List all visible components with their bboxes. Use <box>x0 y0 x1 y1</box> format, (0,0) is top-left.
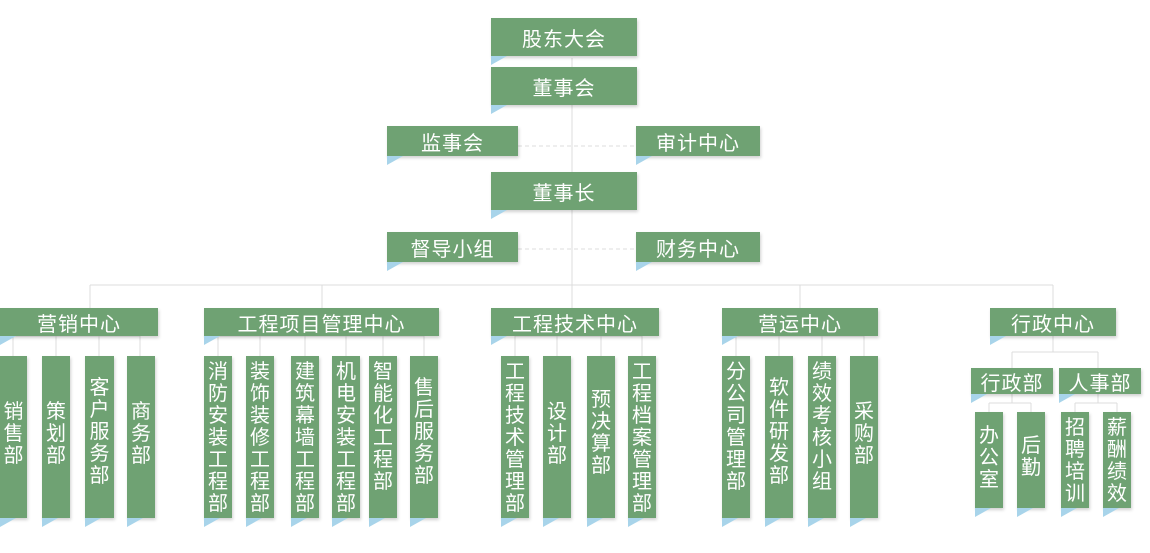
node-hr-dept: 人事部 <box>1059 368 1141 403</box>
leaf-label: 薪酬绩效 <box>1107 415 1127 505</box>
leaf-label: 机电安装工程部 <box>336 359 356 515</box>
node-label: 工程技术中心 <box>512 311 638 336</box>
node-label: 行政部 <box>980 370 1044 395</box>
leaf-label: 工程档案管理部 <box>632 359 652 515</box>
node-chairman: 董事长 <box>491 172 637 219</box>
leaf-design: 设计部 <box>543 356 571 527</box>
node-label: 行政中心 <box>1011 311 1095 336</box>
node-label: 股东大会 <box>522 26 606 51</box>
leaf-sales: 销售部 <box>0 356 27 527</box>
node-finance: 财务中心 <box>636 232 760 271</box>
node-label: 营运中心 <box>758 311 842 336</box>
node-admin-center: 行政中心 <box>990 308 1116 345</box>
node-label: 董事会 <box>532 75 596 100</box>
node-label: 财务中心 <box>656 236 740 261</box>
leaf-label: 建筑幕墙工程部 <box>295 359 315 515</box>
leaf-label: 装饰装修工程部 <box>250 359 270 515</box>
leaf-label: 商务部 <box>131 399 151 467</box>
node-operations: 营运中心 <box>722 308 878 345</box>
leaf-logistics: 后勤 <box>1017 412 1045 517</box>
leaf-label: 工程技术管理部 <box>505 359 525 515</box>
node-admin-dept: 行政部 <box>971 368 1053 403</box>
leaf-software: 软件研发部 <box>765 356 793 527</box>
leaf-branch-mgmt: 分公司管理部 <box>722 356 750 527</box>
node-label: 营销中心 <box>37 311 121 336</box>
leaf-smart-eng: 智能化工程部 <box>369 356 397 527</box>
leaf-label: 分公司管理部 <box>726 359 746 493</box>
node-shareholders: 股东大会 <box>491 18 637 65</box>
leaf-curtain-wall: 建筑幕墙工程部 <box>291 356 319 527</box>
leaf-decoration: 装饰装修工程部 <box>246 356 274 527</box>
leaf-fire-install: 消防安装工程部 <box>204 356 232 527</box>
leaf-label: 预决算部 <box>591 387 611 477</box>
node-supervision-group: 督导小组 <box>387 232 518 271</box>
node-eng-tech: 工程技术中心 <box>491 308 659 345</box>
node-board: 董事会 <box>491 67 637 114</box>
leaf-mep-install: 机电安装工程部 <box>332 356 360 527</box>
node-supervisors: 监事会 <box>387 126 518 165</box>
leaf-label: 售后服务部 <box>414 375 434 487</box>
leaf-label: 后勤 <box>1021 433 1041 479</box>
node-engineering-mgmt: 工程项目管理中心 <box>204 308 439 345</box>
leaf-label: 智能化工程部 <box>373 359 393 493</box>
leaf-recruit: 招聘培训 <box>1061 412 1089 517</box>
leaf-label: 客户服务部 <box>89 375 110 487</box>
node-audit: 审计中心 <box>636 126 760 165</box>
leaf-label: 销售部 <box>3 399 24 467</box>
leaf-customer-service: 客户服务部 <box>85 356 114 527</box>
leaf-label: 策划部 <box>46 399 66 467</box>
leaf-office: 办公室 <box>975 412 1003 517</box>
node-label: 督导小组 <box>410 236 495 261</box>
leaf-label: 绩效考核小组 <box>812 359 832 493</box>
leaf-kpi-group: 绩效考核小组 <box>808 356 836 527</box>
node-label: 人事部 <box>1068 370 1132 395</box>
leaf-purchasing: 采购部 <box>850 356 878 527</box>
leaf-label: 软件研发部 <box>769 375 789 487</box>
node-label: 审计中心 <box>656 130 740 155</box>
leaf-label: 招聘培训 <box>1065 415 1085 505</box>
node-label: 董事长 <box>532 180 596 205</box>
leaf-after-sales: 售后服务部 <box>410 356 438 527</box>
leaf-label: 办公室 <box>979 423 999 491</box>
node-label: 监事会 <box>421 130 484 155</box>
leaf-business: 商务部 <box>127 356 155 527</box>
node-label: 工程项目管理中心 <box>237 311 406 336</box>
leaf-label: 设计部 <box>547 399 567 467</box>
leaf-eng-tech-mgmt: 工程技术管理部 <box>501 356 529 527</box>
leaf-payroll: 薪酬绩效 <box>1103 412 1131 517</box>
leaf-planning: 策划部 <box>42 356 70 527</box>
leaf-label: 消防安装工程部 <box>208 359 228 515</box>
leaf-budget: 预决算部 <box>587 356 615 527</box>
node-marketing: 营销中心 <box>0 308 158 345</box>
leaf-archives: 工程档案管理部 <box>628 356 656 527</box>
leaf-label: 采购部 <box>854 399 874 467</box>
